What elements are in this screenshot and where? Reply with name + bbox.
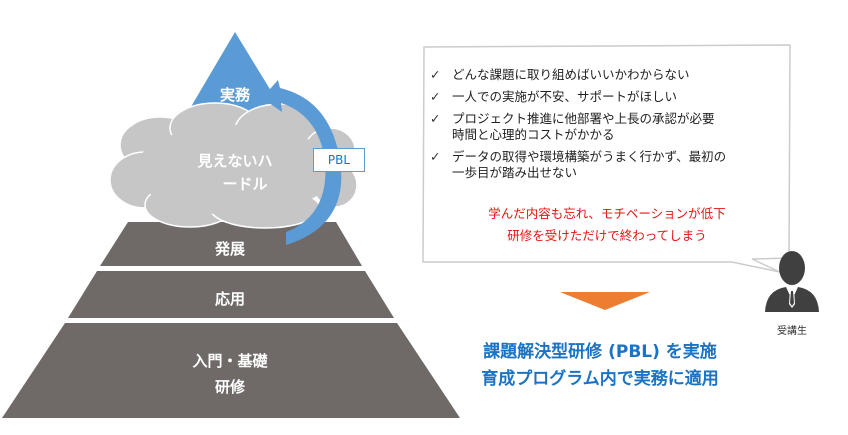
solution-line-1: 課題解決型研修 (PBL) を実施	[483, 342, 717, 362]
warning-line-1: 学んだ内容も忘れ、モチベーションが低下	[488, 206, 726, 221]
pyramid-layer-applied	[68, 271, 394, 318]
check-icon: ✓	[430, 149, 441, 164]
label-applied: 応用	[214, 290, 245, 308]
solution-line-2: 育成プログラム内で実務に適用	[481, 369, 719, 389]
person-icon	[765, 251, 819, 312]
concern-item: ✓ どんな課題に取り組めばいいかわからない	[430, 67, 690, 83]
speech-bubble	[422, 44, 791, 273]
pbl-badge: PBL	[313, 148, 365, 172]
concern-item: ✓ プロジェクト推進に他部署や上長の承認が必要時間と心理的コストがかかる	[430, 111, 715, 143]
check-icon: ✓	[430, 67, 441, 82]
label-advanced: 発展	[214, 240, 245, 258]
pyramid-layer-basic	[2, 323, 460, 418]
concern-text: 一歩目が踏み出せない	[452, 165, 578, 180]
concern-text: 一人での実施が不安、サポートがほしい	[452, 89, 678, 104]
label-hurdle-2: ードル	[222, 175, 268, 193]
warning-line-2: 研修を受けただけで終わってしまう	[507, 228, 707, 243]
label-basic-1: 入門・基礎	[192, 352, 268, 370]
concern-text: データの取得や環境構築がうまく行かず、最初の	[452, 149, 727, 164]
concern-text: プロジェクト推進に他部署や上長の承認が必要	[452, 111, 715, 126]
concern-item: ✓ 一人での実施が不安、サポートがほしい	[430, 89, 678, 105]
person-label: 受講生	[777, 326, 807, 337]
check-icon: ✓	[430, 111, 441, 126]
label-practice: 実務	[219, 86, 250, 104]
pbl-curved-arrow	[262, 80, 342, 245]
concern-item: ✓ データの取得や環境構築がうまく行かず、最初の一歩目が踏み出せない	[430, 149, 727, 181]
check-icon: ✓	[430, 89, 441, 104]
concern-text: どんな課題に取り組めばいいかわからない	[452, 67, 690, 82]
cloud-shape	[109, 102, 358, 229]
pyramid-top-practice	[182, 32, 290, 122]
label-basic-2: 研修	[214, 378, 245, 396]
concern-text: 時間と心理的コストがかかる	[452, 127, 615, 142]
down-arrow	[560, 292, 650, 310]
label-hurdle-1: 見えないハ	[197, 152, 273, 170]
